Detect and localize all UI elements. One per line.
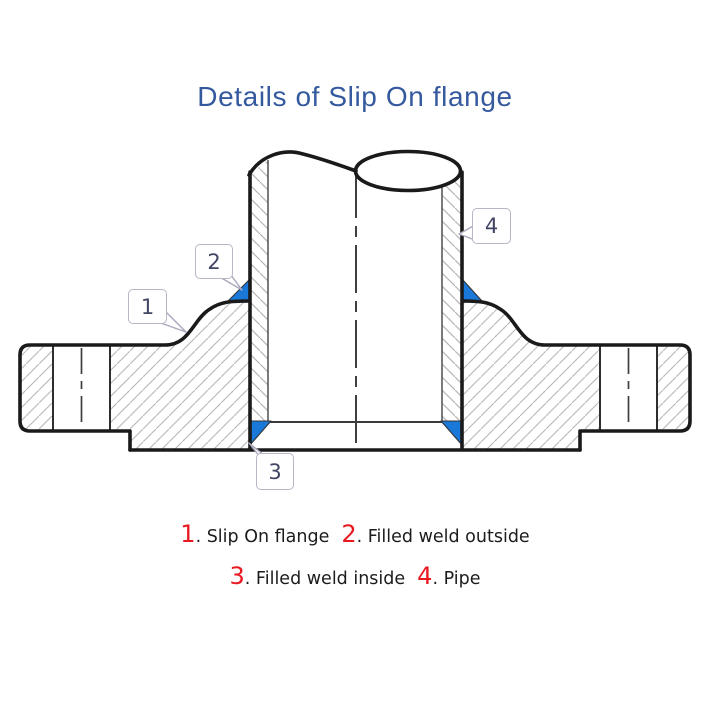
callout-box-2-filled-weld-outside: 2 bbox=[195, 244, 233, 279]
pipe-bore-lines bbox=[267, 160, 443, 421]
pipe-wall-hatch bbox=[250, 160, 462, 421]
weld-fill-outside-right bbox=[461, 278, 483, 302]
weld-fill-inside-left bbox=[249, 420, 272, 446]
legend-number: 1 bbox=[180, 520, 196, 548]
pipe-mouth-ellipse bbox=[353, 149, 463, 193]
pipe-break-line bbox=[247, 150, 358, 177]
legend-label: . Slip On flange bbox=[195, 527, 330, 547]
legend-item-slip-on-flange: 1 . Slip On flange bbox=[180, 522, 329, 547]
legend-number: 4 bbox=[417, 562, 433, 590]
flange-section-hatch bbox=[20, 301, 690, 450]
legend-item-filled-weld-inside: 3 . Filled weld inside bbox=[230, 564, 406, 589]
callout-box-3-filled-weld-inside: 3 bbox=[256, 453, 294, 490]
callout-number-3: 3 bbox=[268, 459, 282, 484]
callout-number-4: 4 bbox=[484, 214, 499, 238]
legend-row-1: 1 . Slip On flange 2 . Filled weld outsi… bbox=[0, 522, 710, 547]
callout-box-4-pipe: 4 bbox=[472, 208, 511, 244]
callout-box-1-slip-on-flange: 1 bbox=[128, 289, 167, 324]
pipe-outline bbox=[247, 149, 464, 451]
callout-number-1: 1 bbox=[140, 294, 155, 319]
legend-label: . Filled weld inside bbox=[244, 569, 406, 589]
page-title: Details of Slip On flange bbox=[197, 81, 513, 112]
legend-label: . Filled weld outside bbox=[356, 527, 530, 547]
flange-outline bbox=[18, 299, 692, 452]
legend-row-2: 3 . Filled weld inside 4 . Pipe bbox=[0, 564, 710, 589]
legend-item-pipe: 4 . Pipe bbox=[417, 564, 480, 589]
legend-item-filled-weld-outside: 2 . Filled weld outside bbox=[341, 522, 529, 547]
weld-fill-inside-right bbox=[440, 420, 463, 446]
legend-number: 3 bbox=[229, 562, 245, 590]
bolt-hole-edges bbox=[52, 346, 658, 430]
legend-label: . Pipe bbox=[432, 569, 481, 589]
legend-number: 2 bbox=[341, 520, 357, 548]
centerlines bbox=[80, 170, 630, 449]
callout-number-2: 2 bbox=[207, 249, 221, 274]
